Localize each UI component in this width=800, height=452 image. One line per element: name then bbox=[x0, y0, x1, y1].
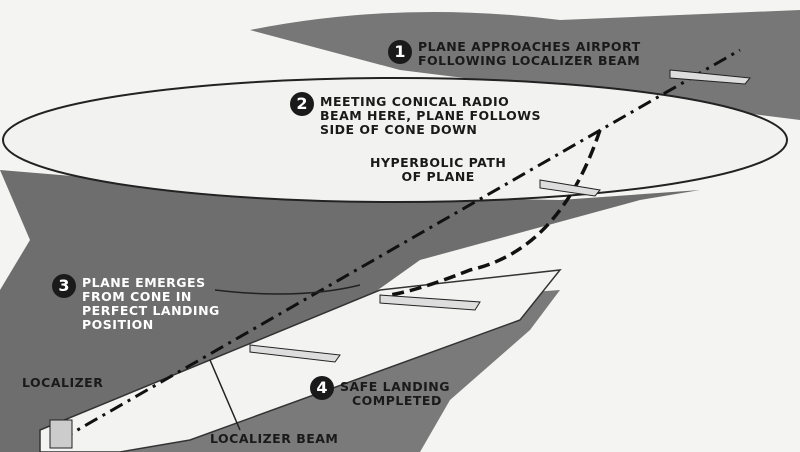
line: PERFECT LANDING bbox=[82, 303, 220, 318]
line: PLANE EMERGES bbox=[82, 275, 206, 290]
leader-beam bbox=[209, 359, 241, 431]
leader-3 bbox=[214, 284, 361, 295]
sky-shadow bbox=[250, 10, 800, 120]
line: OF PLANE bbox=[401, 169, 475, 184]
step-3-badge: 3 bbox=[52, 274, 76, 298]
localizer-station bbox=[49, 419, 73, 449]
step-4-badge: 4 bbox=[310, 376, 334, 400]
runway bbox=[39, 269, 562, 452]
line: SAFE LANDING bbox=[340, 379, 450, 394]
line: SIDE OF CONE DOWN bbox=[320, 122, 478, 137]
step-2-badge: 2 bbox=[290, 92, 314, 116]
plane-icon bbox=[249, 69, 751, 363]
line: BEAM HERE, PLANE FOLLOWS bbox=[320, 108, 542, 123]
line: POSITION bbox=[82, 317, 154, 332]
line: MEETING CONICAL RADIO bbox=[320, 94, 510, 109]
localizer-label: LOCALIZER bbox=[22, 375, 104, 390]
line: HYPERBOLIC PATH bbox=[370, 155, 507, 170]
line: FROM CONE IN bbox=[82, 289, 192, 304]
hyperbolic-path-line bbox=[389, 129, 602, 297]
step-1-badge: 1 bbox=[388, 40, 412, 64]
line: COMPLETED bbox=[352, 393, 442, 408]
conical-beam bbox=[2, 77, 788, 203]
localizer-beam-label: LOCALIZER BEAM bbox=[210, 431, 339, 446]
line: FOLLOWING LOCALIZER BEAM bbox=[418, 53, 641, 68]
line: PLANE APPROACHES AIRPORT bbox=[418, 39, 641, 54]
